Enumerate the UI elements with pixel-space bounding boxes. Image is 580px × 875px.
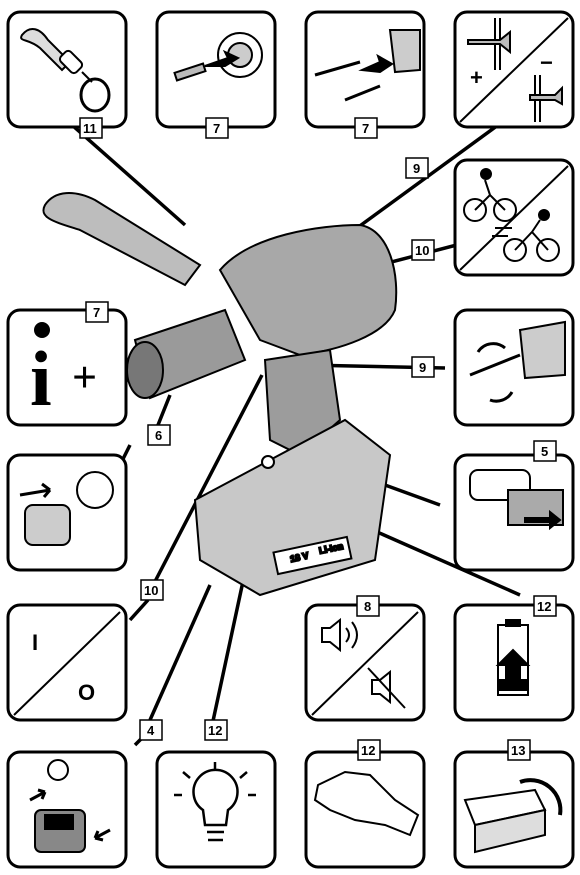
callout-sound: 8 xyxy=(364,599,371,614)
carry-case-icon xyxy=(463,778,563,854)
battery-release-icon xyxy=(469,469,564,531)
battery-insert-icon xyxy=(29,759,111,853)
callout-torque: 9 xyxy=(413,161,420,176)
plus-symbol: + xyxy=(470,65,483,90)
minus-symbol: − xyxy=(540,50,553,75)
trigger-light xyxy=(261,455,275,469)
light-bulb-icon xyxy=(174,762,256,842)
callout-drill-insert: 7 xyxy=(362,121,369,136)
glove-icon xyxy=(313,770,420,837)
battery-charge-icon xyxy=(495,619,531,696)
on-symbol: I xyxy=(32,630,38,655)
bit-insert-icon xyxy=(173,32,263,82)
callout-bit-insert: 7 xyxy=(213,121,220,136)
side-handle-icon xyxy=(20,28,111,113)
chuck-tip xyxy=(126,341,164,399)
callout-glove: 12 xyxy=(361,743,375,758)
callout-on-off: 10 xyxy=(144,583,158,598)
callout-light: 12 xyxy=(208,723,222,738)
sound-icon xyxy=(311,611,419,716)
callout-carry-case: 13 xyxy=(511,743,525,758)
battery-voltage: 18 V xyxy=(289,550,309,564)
cordless-drill-illustration: 18 V Li-Ion xyxy=(42,192,398,597)
on-off-icon xyxy=(13,611,121,716)
callout-battery-charge: 12 xyxy=(537,599,551,614)
side-handle xyxy=(42,192,202,287)
screw-depth-icon xyxy=(459,17,569,123)
callout-side-handle: 11 xyxy=(83,121,97,136)
drill-bit-insert-icon xyxy=(314,29,421,102)
callout-boxes xyxy=(79,117,557,761)
drill-body xyxy=(218,223,398,357)
callout-battery-release: 5 xyxy=(541,444,548,459)
callout-rotation: 9 xyxy=(419,360,426,375)
info-plus: + xyxy=(72,353,97,402)
chuck-release-icon xyxy=(19,471,114,546)
callout-chuck-release: 6 xyxy=(155,428,162,443)
rotation-direction-icon xyxy=(469,320,566,403)
gear-speed-icon xyxy=(459,165,569,271)
callout-labels: 11 7 7 9 10 7 6 9 5 10 8 12 4 12 12 13 xyxy=(83,121,551,758)
callout-battery-insert: 4 xyxy=(147,723,155,738)
callout-info: 7 xyxy=(93,305,100,320)
off-symbol: O xyxy=(78,680,95,705)
info-letter: i xyxy=(30,335,52,422)
callout-gear-select: 10 xyxy=(415,243,429,258)
info-icon: i + xyxy=(30,322,97,422)
